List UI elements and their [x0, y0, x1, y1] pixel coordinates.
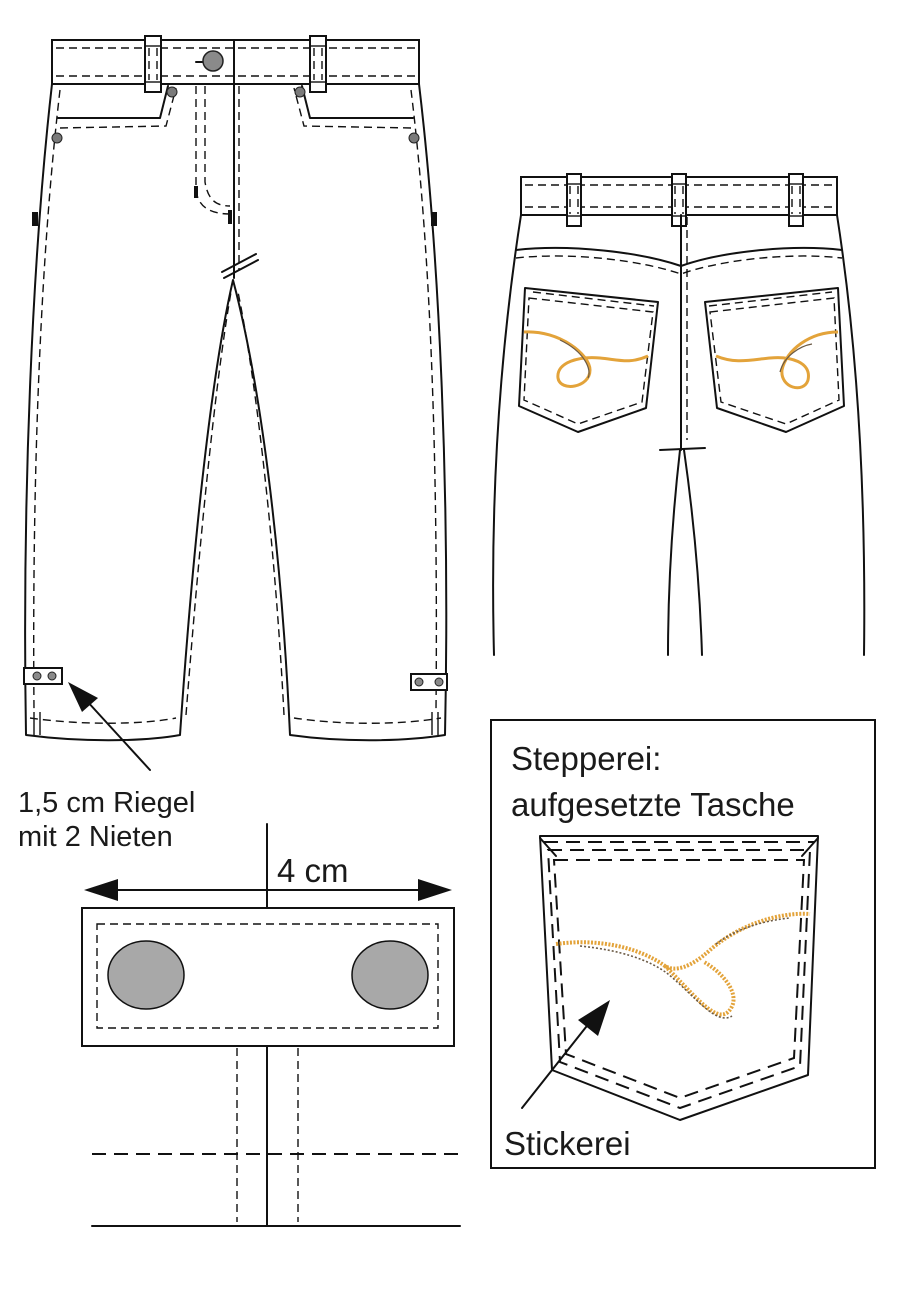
front-hem-stitch-right [293, 717, 442, 724]
riegel-pointer [68, 682, 151, 771]
arrow-left-icon [84, 879, 118, 901]
riegel-label-line1: 1,5 cm Riegel [18, 787, 195, 819]
riegel-label-line2: mit 2 Nieten [18, 821, 173, 853]
side-seam-stitch-left [33, 89, 61, 711]
front-pocket-opening-left [57, 85, 169, 119]
crotch-bartack-1 [221, 253, 257, 273]
pocket-detail-box: Stepperei: aufgesetzte Tasche Stickerei [490, 719, 876, 1169]
pocket-box-title-line1: Stepperei: [511, 740, 661, 777]
embroidery-swirl [555, 911, 811, 1019]
back-pocket-left [518, 287, 659, 433]
fly-stitch-inner [204, 86, 231, 207]
front-pocket-opening-right [301, 85, 414, 119]
width-dimension-label: 4 cm [277, 852, 349, 889]
back-view-trousers [492, 173, 866, 656]
back-belt-loop [788, 173, 804, 227]
rivet-icon [408, 132, 420, 144]
inseam-stitch-right [237, 291, 285, 716]
hem-tab-left [23, 667, 63, 685]
back-outseam-right [836, 214, 866, 656]
back-inseam-left [667, 449, 681, 656]
rivet-icon [294, 86, 306, 98]
rivet-left-icon [107, 940, 185, 1010]
pocket-enlarged [539, 835, 819, 1121]
front-pocket-stitch-right [293, 87, 412, 129]
rivet-icon [166, 86, 178, 98]
fly-stitch-outer [195, 86, 231, 215]
back-inseam-right [683, 449, 703, 656]
stickerei-label: Stickerei [504, 1125, 631, 1162]
side-bartack-right [431, 212, 437, 226]
back-pocket-right [704, 287, 845, 433]
inseam-stitch-left [185, 291, 232, 716]
front-belt-loop-right [309, 35, 327, 93]
front-pocket-stitch-left [59, 87, 177, 129]
back-belt-loop [566, 173, 582, 227]
corner-bartack [539, 837, 557, 857]
arrow-right-icon [418, 879, 452, 901]
crotch-bartack-back [659, 447, 706, 451]
riegel-detail: 4 cm [81, 823, 461, 1227]
width-dimension [84, 879, 452, 901]
back-yoke-stitch [515, 255, 843, 275]
front-waistband [51, 39, 420, 85]
front-legs-outline [24, 83, 448, 742]
pocket-box-title-line2: aufgesetzte Tasche [511, 786, 795, 823]
rivet-icon [51, 132, 63, 144]
riegel-tab-stitching [96, 923, 439, 1029]
back-outseam-left [492, 214, 522, 656]
fly-bartack [194, 186, 198, 198]
front-view-trousers [23, 35, 448, 742]
arrow-up-right-icon [578, 1000, 610, 1036]
corner-bartack [801, 837, 819, 857]
back-belt-loop [671, 173, 687, 227]
side-bartack-left [32, 212, 38, 226]
stickerei-pointer [521, 1000, 610, 1109]
rivet-right-icon [351, 940, 429, 1010]
front-belt-loop-left [144, 35, 162, 93]
crotch-bartack-2 [223, 259, 259, 279]
fly-bartack [228, 210, 232, 224]
back-yoke-seam [515, 246, 843, 267]
pocket-box-frame [490, 719, 876, 1169]
side-seam-stitch-right [410, 89, 438, 711]
hem-tab-right [410, 673, 448, 691]
waist-button [202, 50, 224, 72]
